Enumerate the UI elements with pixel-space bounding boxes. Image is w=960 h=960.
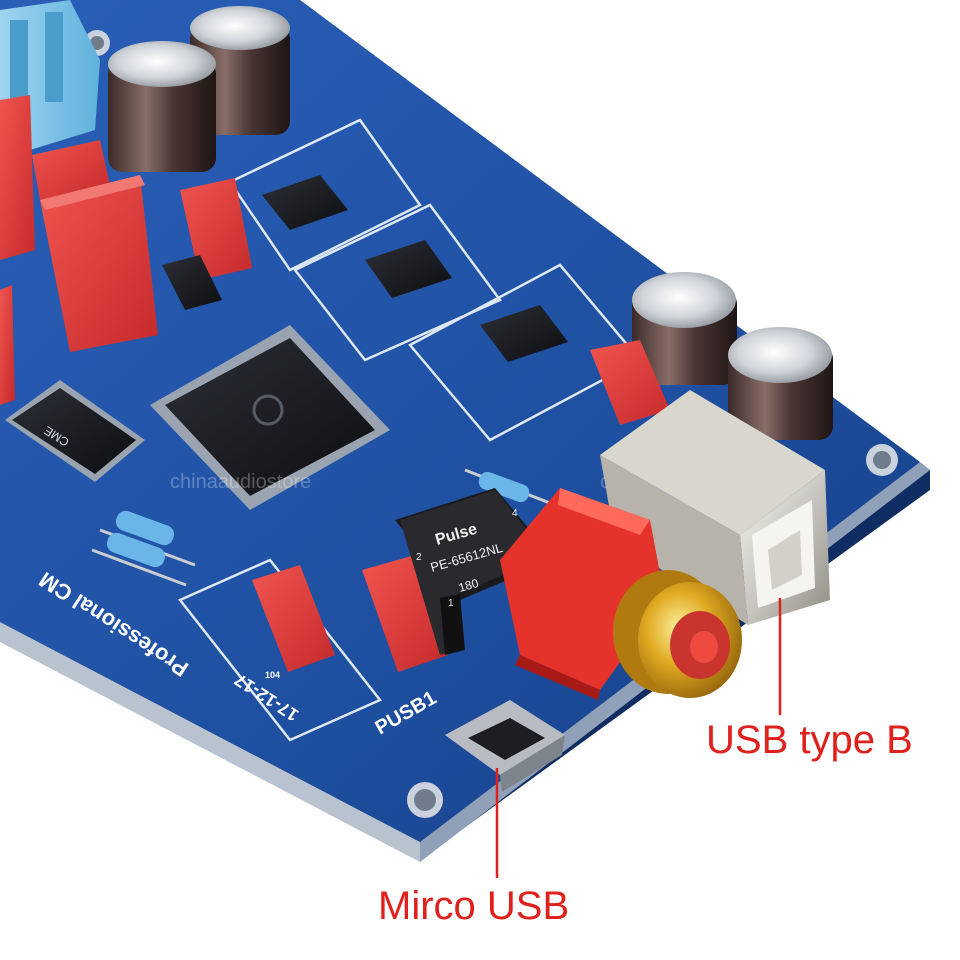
callout-lines: [495, 598, 782, 878]
electrolytic-capacitors: [108, 6, 833, 440]
pulse-pin4: 4: [512, 508, 518, 519]
main-processor-chip: [150, 325, 390, 510]
resistors: [91, 468, 556, 587]
ceramic-capacitors: 104: [252, 340, 670, 680]
micro-usb-port: [445, 700, 565, 792]
cme-chip: CME: [5, 380, 145, 482]
watermark-text-1: chinaaudiostore: [170, 471, 311, 493]
cap-104-label: 104: [265, 670, 280, 680]
regulator-chips: [162, 175, 568, 362]
film-capacitors: [0, 95, 252, 405]
usb-type-b-port: [600, 390, 830, 625]
pulse-pin2: 2: [416, 552, 422, 563]
pulse-code: 180: [457, 576, 480, 595]
silkscreen-zones: [178, 118, 642, 742]
usb-type-b-callout: USB type B: [706, 718, 913, 762]
rca-jack: [500, 488, 742, 700]
micro-usb-callout: Mirco USB: [378, 884, 570, 928]
pulse-pin1: 1: [448, 598, 454, 609]
